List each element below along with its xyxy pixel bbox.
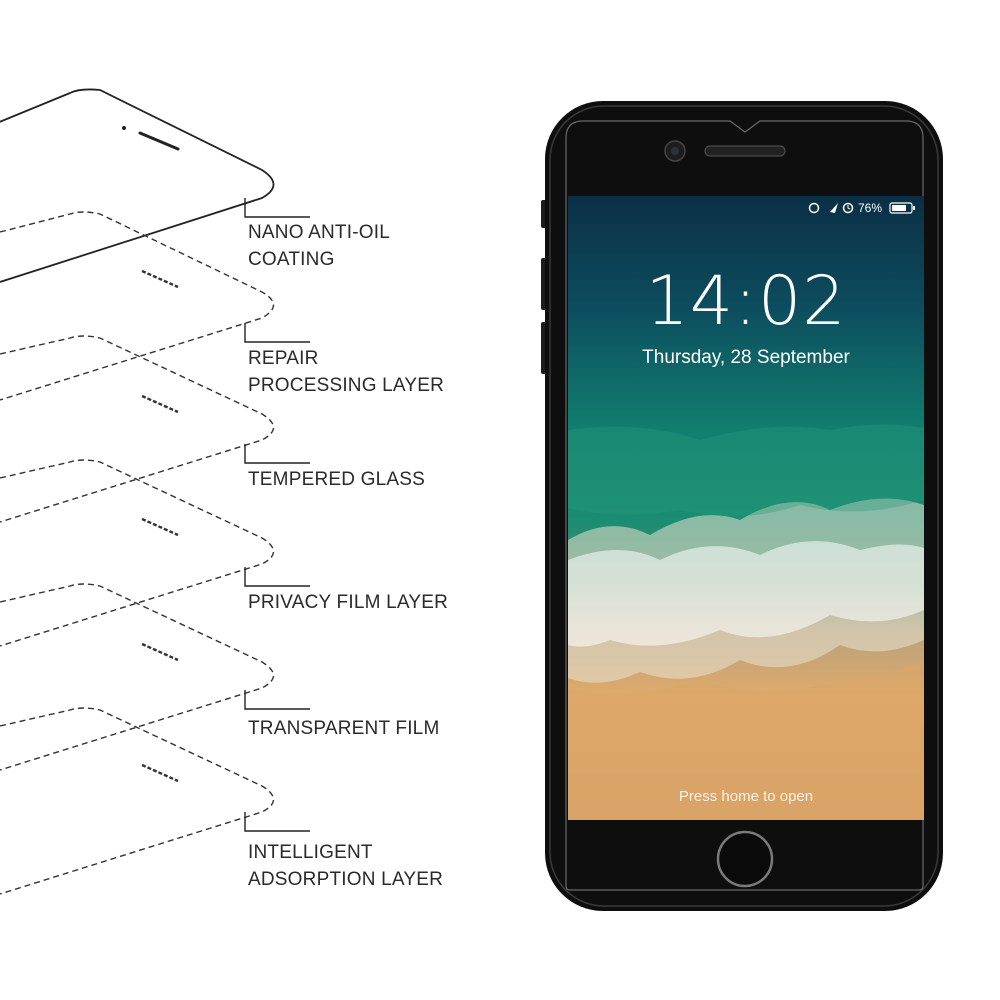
layer-tempered-glass	[0, 335, 310, 523]
lockscreen-hint: Press home to open	[678, 788, 814, 805]
lockscreen-wallpaper	[568, 196, 924, 820]
earpiece-speaker	[704, 145, 786, 157]
layer-label-line: COATING	[248, 249, 335, 270]
battery-percent: 76%	[858, 201, 883, 215]
layer-repair-processing	[0, 211, 310, 401]
layer-label-line: PROCESSING LAYER	[248, 375, 445, 396]
location-arrow-icon	[830, 203, 838, 213]
layer-label-intelligent-adsorption: INTELLIGENT ADSORPTION LAYER	[248, 839, 443, 893]
lockscreen-time: 14:02	[645, 262, 847, 341]
layer-intelligent-adsorption	[0, 707, 310, 895]
layer-label-line: ADSORPTION LAYER	[248, 869, 443, 890]
home-button[interactable]	[716, 830, 774, 888]
lockscreen-date: Thursday, 28 September	[642, 347, 850, 368]
orientation-lock-icon	[808, 202, 820, 214]
layer-privacy-film	[0, 459, 310, 647]
layer-label-privacy-film: PRIVACY FILM LAYER	[248, 589, 448, 616]
layer-label-line: INTELLIGENT	[248, 842, 373, 863]
phone	[541, 101, 943, 911]
layer-stack	[0, 88, 310, 895]
layer-label-nano-anti-oil-coating: NANO ANTI-OIL COATING	[248, 219, 390, 273]
status-bar	[808, 202, 915, 214]
layer-label-line: NANO ANTI-OIL	[248, 222, 390, 243]
layer-label-transparent-film: TRANSPARENT FILM	[248, 715, 439, 742]
alarm-clock-icon	[842, 202, 854, 214]
layer-nano-anti-oil-coating	[0, 88, 310, 283]
layer-label-line: TEMPERED GLASS	[248, 469, 426, 490]
layer-label-line: PRIVACY FILM LAYER	[248, 592, 448, 613]
layer-label-line: TRANSPARENT FILM	[248, 718, 440, 739]
layer-transparent-film	[0, 583, 310, 771]
layer-label-tempered-glass: TEMPERED GLASS	[248, 466, 425, 493]
layer-label-line: REPAIR	[248, 348, 319, 369]
screen-protector-outline	[565, 120, 924, 891]
battery-icon	[889, 202, 915, 214]
layer-label-repair-processing: REPAIR PROCESSING LAYER	[248, 345, 444, 399]
